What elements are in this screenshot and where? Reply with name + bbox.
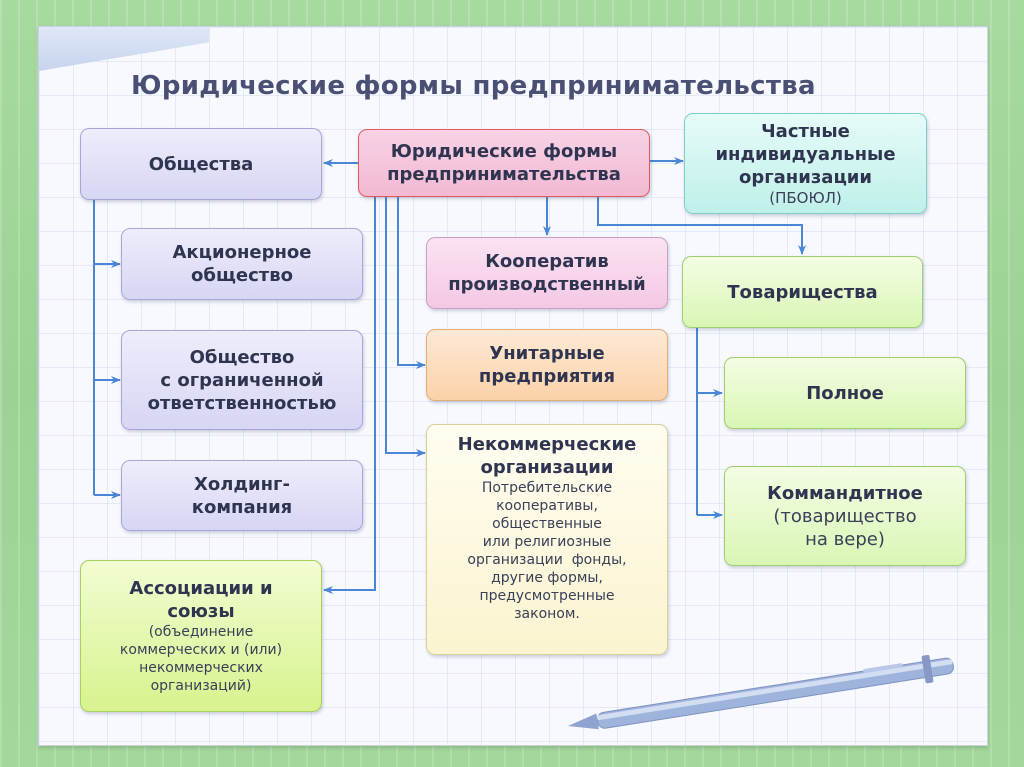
nonprofit-desc6: другие формы, [491,570,603,586]
holding-node: Холдинг- компания [121,460,363,531]
root-node: Юридические формы предпринимательства [358,129,650,197]
unitary-line1: Унитарные [489,343,605,364]
nonprofit-desc8: законом. [514,606,580,622]
associations-line2: союзы [167,601,235,622]
societies-label: Общества [148,153,254,175]
nonprofit-node: Некоммерческие организации Потребительск… [426,424,668,655]
cooperative-node: Кооператив производственный [426,237,668,309]
corner-ribbon [39,27,209,71]
partnerships-node: Товарищества [682,256,923,328]
llc-line1: Общество [189,346,295,368]
partnerships-label: Товарищества [727,281,878,303]
limited-note1: (товарищество [773,505,917,527]
associations-line1: Ассоциации и [129,578,273,599]
full-partnership-label: Полное [806,382,884,404]
nonprofit-desc1: Потребительские [481,480,613,496]
nonprofit-desc5: организации фонды, [467,552,627,568]
associations-note3: некоммерческих [139,660,263,676]
associations-note2: коммерческих и (или) [119,642,283,658]
limited-note2: на вере) [805,528,885,550]
nonprofit-desc3: общественные [492,516,602,532]
nonprofit-desc7: предусмотренные [479,588,615,604]
associations-note1: (объединение [148,624,254,640]
unitary-line2: предприятия [478,366,616,387]
associations-note4: организаций) [150,678,252,694]
holding-line2: компания [191,496,293,518]
cooperative-line1: Кооператив [485,251,609,272]
nonprofit-line2: организации [480,457,614,478]
root-line2: предпринимательства [387,164,621,185]
llc-node: Общество с ограниченной ответственностью [121,330,363,430]
societies-node: Общества [80,128,322,200]
private-line3: организации [738,167,873,188]
private-line1: Частные [761,121,850,142]
cooperative-line2: производственный [448,274,646,295]
full-partnership-node: Полное [724,357,966,429]
jsc-line1: Акционерное [172,242,312,263]
limited-line1: Коммандитное [767,482,923,504]
nonprofit-desc4: или религиозные [482,534,612,550]
private-line2: индивидуальные [715,144,896,165]
jsc-node: Акционерное общество [121,228,363,300]
limited-partnership-node: Коммандитное (товарищество на вере) [724,466,966,566]
private-note: (ПБОЮЛ) [769,189,842,207]
nonprofit-desc2: кооперативы, [496,498,598,514]
llc-line3: ответственностью [147,392,337,414]
jsc-line2: общество [191,265,293,286]
page-title: Юридические формы предпринимательства [131,71,816,101]
nonprofit-line1: Некоммерческие [457,434,637,455]
holding-line1: Холдинг- [194,473,290,495]
associations-node: Ассоциации и союзы (объединение коммерче… [80,560,322,712]
private-orgs-node: Частные индивидуальные организации (ПБОЮ… [684,113,927,214]
llc-line2: с ограниченной [160,369,324,391]
root-line1: Юридические формы [390,141,618,162]
unitary-node: Унитарные предприятия [426,329,668,401]
